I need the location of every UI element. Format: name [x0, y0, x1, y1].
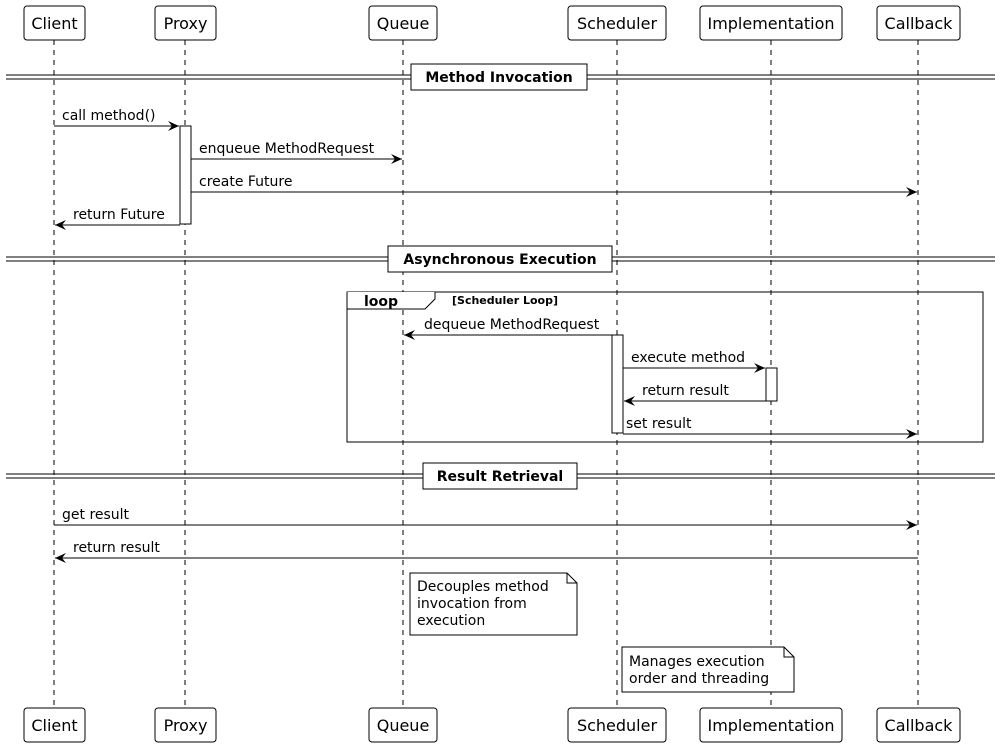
- message-return-future: return Future: [55, 207, 180, 230]
- loop-keyword: loop: [364, 294, 398, 310]
- message-label: set result: [626, 416, 692, 432]
- message-dequeue: dequeue MethodRequest: [404, 317, 612, 340]
- participant-label: Client: [31, 14, 77, 33]
- note-line: Decouples method: [417, 579, 549, 595]
- participant-implementation-top[interactable]: Implementation: [699, 5, 843, 41]
- participant-queue-bottom[interactable]: Queue: [368, 707, 438, 743]
- note-line: Manages execution: [629, 654, 765, 670]
- participant-callback-top[interactable]: Callback: [876, 5, 961, 41]
- section-title: Method Invocation: [425, 70, 572, 86]
- message-set-result: set result: [623, 416, 917, 439]
- participant-label: Proxy: [164, 716, 208, 735]
- message-label: enqueue MethodRequest: [199, 141, 375, 157]
- section-divider-asynchronous-execution: Asynchronous Execution: [6, 245, 995, 273]
- section-divider-result-retrieval: Result Retrieval: [6, 462, 995, 490]
- participant-queue-top[interactable]: Queue: [368, 5, 438, 41]
- message-label: get result: [62, 507, 130, 523]
- message-label: return Future: [73, 207, 165, 223]
- message-label: execute method: [631, 350, 745, 366]
- participant-callback-bottom[interactable]: Callback: [876, 707, 961, 743]
- activation-bar-implementation: [765, 367, 778, 402]
- message-label: dequeue MethodRequest: [424, 317, 600, 333]
- participants-bottom: Client Proxy Queue Scheduler Implementat…: [23, 707, 961, 743]
- section-divider-method-invocation: Method Invocation: [6, 63, 995, 91]
- participant-label: Queue: [377, 716, 430, 735]
- participant-label: Implementation: [707, 14, 834, 33]
- section-title: Asynchronous Execution: [403, 252, 596, 268]
- note-queue: Decouples method invocation from executi…: [409, 572, 578, 636]
- message-label: return result: [73, 540, 160, 556]
- participant-label: Implementation: [707, 716, 834, 735]
- participant-label: Callback: [885, 716, 954, 735]
- section-title: Result Retrieval: [437, 469, 563, 485]
- participant-label: Proxy: [164, 14, 208, 33]
- participant-client-bottom[interactable]: Client: [23, 707, 86, 743]
- participant-implementation-bottom[interactable]: Implementation: [699, 707, 843, 743]
- note-line: order and threading: [629, 671, 769, 687]
- message-execute-method: execute method: [623, 350, 765, 373]
- participants-top: Client Proxy Queue Scheduler Implementat…: [23, 5, 961, 41]
- message-label: return result: [642, 383, 729, 399]
- message-create-future: create Future: [191, 174, 917, 197]
- message-enqueue: enqueue MethodRequest: [191, 141, 402, 164]
- message-label: create Future: [199, 174, 292, 190]
- participant-scheduler-top[interactable]: Scheduler: [567, 5, 667, 41]
- participant-proxy-top[interactable]: Proxy: [154, 5, 217, 41]
- participant-proxy-bottom[interactable]: Proxy: [154, 707, 217, 743]
- message-call-method: call method(): [54, 108, 179, 131]
- participant-label: Callback: [885, 14, 954, 33]
- activation-bar-proxy: [179, 125, 192, 225]
- message-return-result-impl: return result: [624, 383, 766, 406]
- loop-frame: loop [Scheduler Loop]: [346, 291, 984, 443]
- activation-bar-scheduler: [611, 334, 624, 434]
- participant-label: Scheduler: [577, 716, 658, 735]
- note-line: invocation from: [417, 596, 527, 612]
- participant-label: Client: [31, 716, 77, 735]
- message-get-result: get result: [54, 507, 917, 530]
- loop-condition: [Scheduler Loop]: [452, 294, 558, 307]
- participant-scheduler-bottom[interactable]: Scheduler: [567, 707, 667, 743]
- participant-label: Queue: [377, 14, 430, 33]
- participant-client-top[interactable]: Client: [23, 5, 86, 41]
- note-scheduler: Manages execution order and threading: [621, 646, 795, 693]
- note-line: execution: [417, 613, 485, 629]
- message-return-result-client: return result: [55, 540, 918, 563]
- participant-label: Scheduler: [577, 14, 658, 33]
- message-label: call method(): [62, 108, 156, 124]
